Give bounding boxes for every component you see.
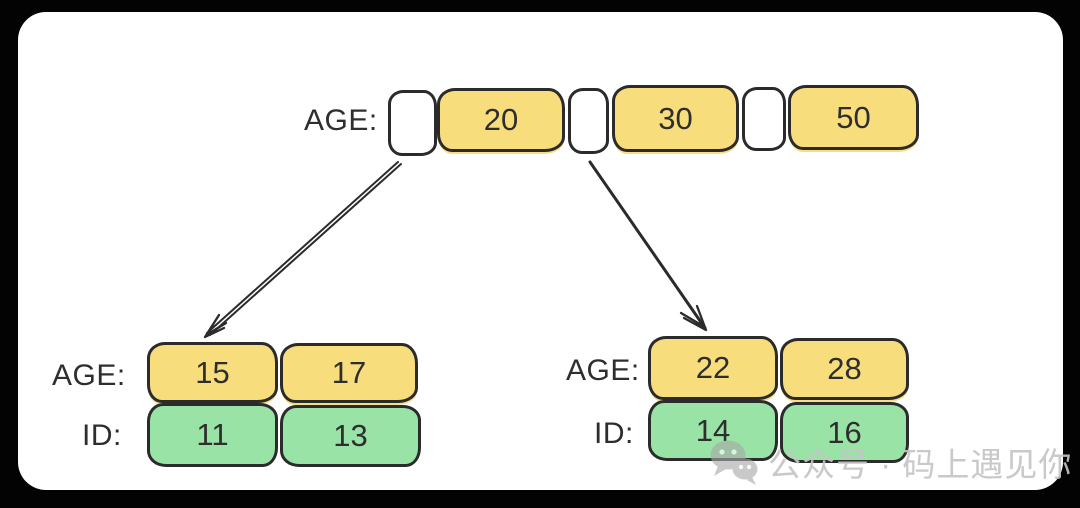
right-leaf-age-cell: 28 <box>780 338 909 400</box>
left-leaf-age-cell: 15 <box>147 342 278 403</box>
root-key-cell: 20 <box>437 88 565 152</box>
left-leaf-age-label: AGE: <box>52 359 126 392</box>
watermark-text: 公众号 · 码上遇见你 <box>768 446 1073 483</box>
diagram-canvas: AGE: 20 30 50 AGE: ID: 15 17 11 13 AGE: … <box>18 12 1071 490</box>
left-leaf-id-cell: 11 <box>147 403 278 467</box>
root-key-cell: 50 <box>788 85 919 150</box>
left-leaf-id-cell: 13 <box>280 405 421 467</box>
left-leaf-id-value: 13 <box>333 418 368 453</box>
right-leaf-id-value: 16 <box>827 414 862 450</box>
root-pointer-cell <box>388 90 437 156</box>
right-leaf-age-cell: 22 <box>648 336 778 400</box>
root-key-value: 20 <box>483 102 519 137</box>
left-leaf-id-label: ID: <box>82 419 122 452</box>
right-leaf-id-label: ID: <box>594 417 634 450</box>
root-pointer-cell <box>742 87 786 151</box>
root-key-cell: 30 <box>612 85 739 152</box>
watermark: 公众号 · 码上遇见你 <box>708 438 1072 486</box>
right-arrow <box>588 160 708 332</box>
wechat-icon <box>710 440 758 485</box>
left-leaf-age-value: 15 <box>195 354 230 390</box>
right-leaf-age-value: 28 <box>827 351 862 386</box>
root-pointer-cell <box>568 88 609 154</box>
left-arrow <box>203 161 402 339</box>
left-leaf-age-cell: 17 <box>280 343 418 403</box>
right-leaf-id-cell: 16 <box>780 402 909 463</box>
root-key-value: 50 <box>836 99 871 135</box>
left-leaf-id-value: 11 <box>196 417 229 452</box>
root-node-label: AGE: <box>304 104 378 137</box>
right-leaf-age-value: 22 <box>695 350 731 385</box>
right-leaf-age-label: AGE: <box>566 354 640 387</box>
left-leaf-age-value: 17 <box>331 355 367 390</box>
root-key-value: 30 <box>658 100 693 136</box>
